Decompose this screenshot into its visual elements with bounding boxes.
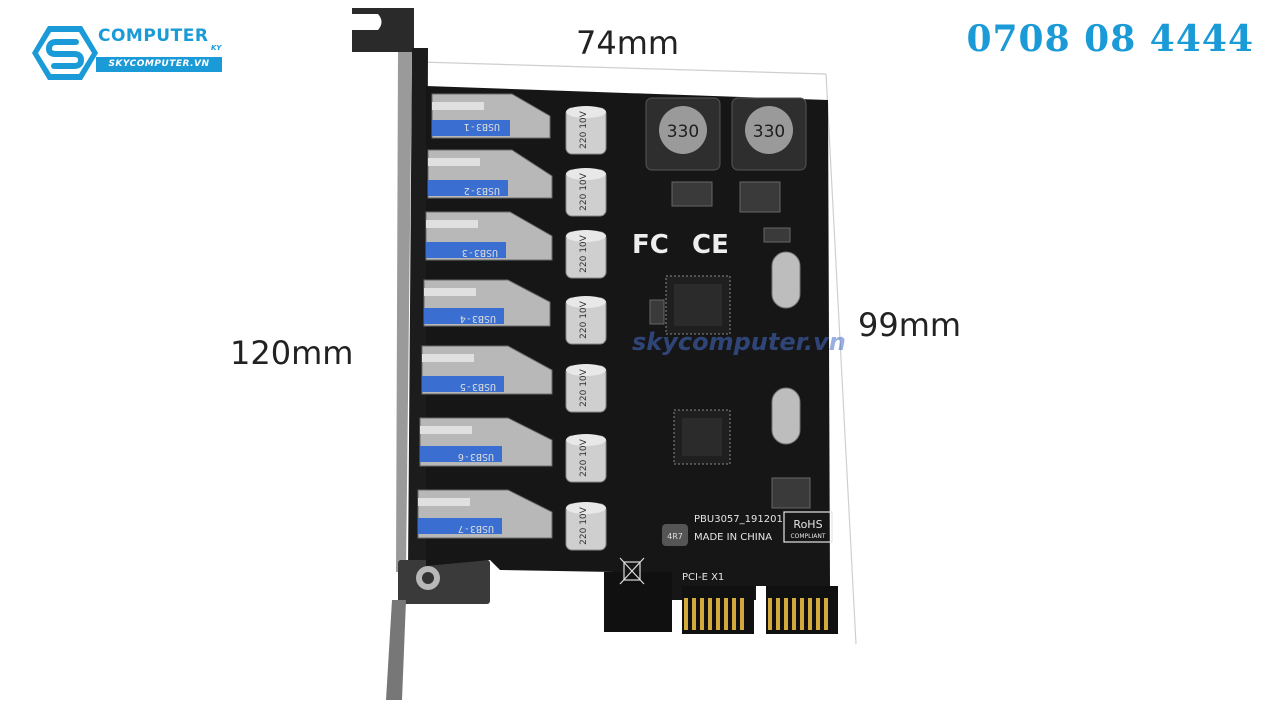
capacitor-label: 220 10V <box>579 172 589 210</box>
fc-mark: FC <box>632 230 669 260</box>
controller-chip <box>665 275 731 335</box>
capacitor: 220 10V <box>565 364 607 413</box>
inductor-label: 330 <box>667 122 699 142</box>
port-label: USB3-6 <box>458 451 494 462</box>
weee-bin-icon <box>619 557 645 585</box>
width-dimension-label: 74mm <box>576 24 680 62</box>
model-text: PBU3057_191201 <box>694 514 783 525</box>
capacitor: 220 10V <box>565 168 607 217</box>
inductor-label: 330 <box>753 122 785 142</box>
capacitor: 220 10V <box>565 502 607 551</box>
crystal-oscillator <box>771 251 801 309</box>
port-label: USB3-1 <box>464 121 500 132</box>
capacitor-label: 220 10V <box>579 368 589 406</box>
total-height-dimension-label: 120mm <box>230 334 354 372</box>
port-label: USB3-7 <box>458 523 494 534</box>
height-dimension-line <box>825 73 857 645</box>
crystal-oscillator <box>771 387 801 445</box>
logo-title: COMPUTER <box>98 26 209 46</box>
pcb-board <box>426 86 830 600</box>
watermark: skycomputer.vn <box>632 328 846 356</box>
ce-mark: CE <box>692 230 729 260</box>
small-inductor <box>662 524 688 546</box>
capacitor-label: 220 10V <box>579 234 589 272</box>
inductor: 330 <box>731 97 807 171</box>
port-label: USB3-2 <box>464 185 500 196</box>
brand-logo <box>30 22 230 84</box>
usb-port-1: USB3-1 <box>431 93 551 139</box>
capacitor: 220 10V <box>565 230 607 279</box>
port-label: USB3-5 <box>460 381 496 392</box>
made-in-text: MADE IN CHINA <box>694 532 772 543</box>
capacitor: 220 10V <box>565 106 607 155</box>
port-label: USB3-3 <box>462 247 498 258</box>
usb-port-2: USB3-2 <box>427 149 553 199</box>
logo-subtitle: KY <box>211 44 222 52</box>
rohs-subtitle: COMPLIANT <box>790 533 825 540</box>
capacitor: 220 10V <box>565 296 607 345</box>
capacitor: 220 10V <box>565 434 607 483</box>
hub-chip <box>673 409 731 465</box>
capacitor-label: 220 10V <box>579 110 589 148</box>
usb-port-6: USB3-6 <box>419 417 553 467</box>
port-label: USB3-4 <box>460 313 496 324</box>
rohs-box <box>783 511 833 543</box>
slot-label: PCI-E X1 <box>682 572 724 583</box>
usb-port-3: USB3-3 <box>425 211 553 261</box>
phone-number: 0708 08 4444 <box>966 18 1254 60</box>
pcb-height-dimension-label: 99mm <box>858 306 962 344</box>
inductor: 330 <box>645 97 721 171</box>
capacitor-label: 220 10V <box>579 300 589 338</box>
logo-s-icon <box>32 26 98 80</box>
component-label: 4R7 <box>667 532 683 541</box>
capacitor-label: 220 10V <box>579 506 589 544</box>
usb-port-5: USB3-5 <box>421 345 553 395</box>
logo-site: SKYCOMPUTER.VN <box>96 57 222 72</box>
width-dimension-line <box>419 61 827 75</box>
capacitor-label: 220 10V <box>579 438 589 476</box>
usb-port-4: USB3-4 <box>423 279 551 327</box>
rohs-title: RoHS <box>793 518 822 531</box>
usb-port-7: USB3-7 <box>417 489 553 539</box>
